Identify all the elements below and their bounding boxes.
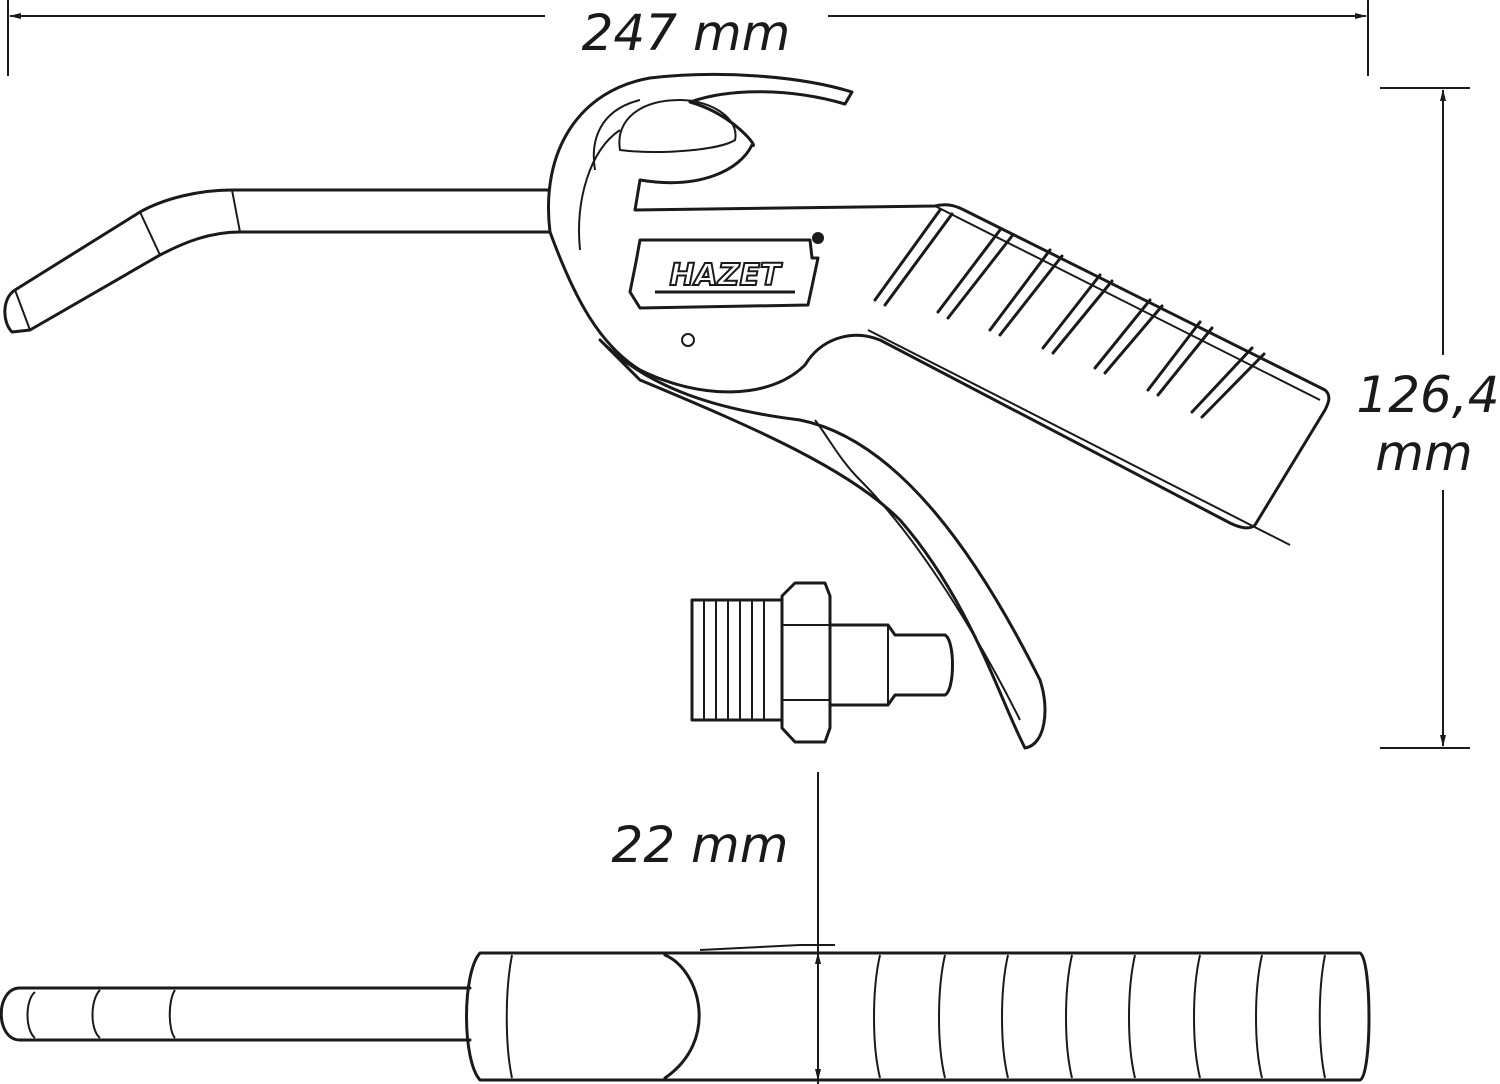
coupling-plug bbox=[690, 581, 954, 744]
height-unit-label: mm bbox=[1375, 424, 1472, 482]
gun-side-view: HAZET bbox=[3, 73, 1331, 750]
hazet-logo: HAZET bbox=[628, 238, 820, 310]
trigger bbox=[598, 338, 1047, 750]
width-label: 22 mm bbox=[612, 816, 789, 874]
height-dimension: 126,4 mm bbox=[1356, 87, 1500, 749]
grip-grooves bbox=[873, 208, 1266, 419]
gun-top-view bbox=[0, 944, 1371, 1082]
length-dimension: 247 mm bbox=[7, 0, 1369, 76]
length-label: 247 mm bbox=[582, 4, 791, 62]
nozzle bbox=[3, 188, 552, 334]
height-value-label: 126,4 bbox=[1356, 366, 1499, 424]
svg-text:HAZET: HAZET bbox=[669, 258, 783, 293]
width-dimension: 22 mm bbox=[612, 772, 821, 1084]
gun-body bbox=[547, 73, 1331, 530]
